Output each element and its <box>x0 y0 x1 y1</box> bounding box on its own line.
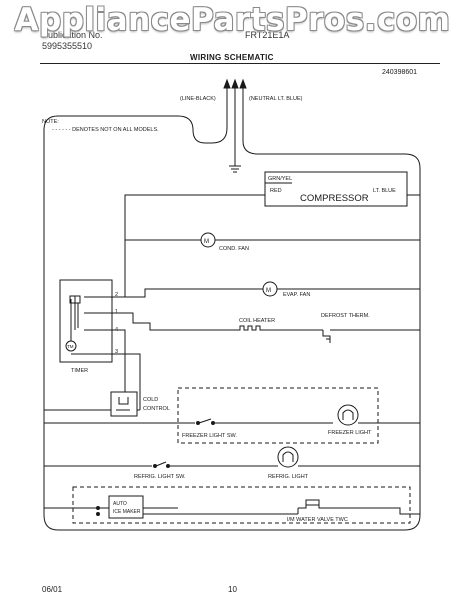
compressor-grn-yel: GRN/YEL <box>268 176 292 182</box>
ice-maker-dashed-box <box>72 486 411 524</box>
freezer-light-dashed-box <box>177 387 379 444</box>
timer-motor-symbol: TM <box>67 344 74 349</box>
compressor-label: COMPRESSOR <box>300 193 369 204</box>
note-label: NOTE: <box>42 119 59 125</box>
timer-terminal-2: 2 <box>115 292 118 298</box>
footer-page-number: 10 <box>228 585 237 594</box>
neutral-label: (NEUTRAL LT. BLUE) <box>249 96 303 102</box>
wire-compressor-left <box>124 194 265 297</box>
coil-heater-symbol <box>238 325 263 331</box>
title-rule <box>40 63 440 64</box>
compressor-lt-blue: LT. BLUE <box>373 188 396 194</box>
page-title: WIRING SCHEMATIC <box>190 53 274 62</box>
timer-box <box>59 279 113 363</box>
refrig-light-bulb <box>277 446 299 468</box>
freezer-light-sw-label: FREEZER LIGHT SW. <box>182 433 237 439</box>
defrost-therm-symbol <box>322 329 420 343</box>
defrost-therm-label: DEFROST THERM. <box>321 313 370 319</box>
coil-heater-label: COIL HEATER <box>239 318 275 324</box>
cond-fan-motor-symbol: M <box>204 239 209 245</box>
freezer-light-label: FREEZER LIGHT <box>328 430 372 436</box>
ice-maker-label-1: AUTO <box>113 501 127 507</box>
refrig-light-switch-symbol <box>153 461 170 468</box>
supply-arrows <box>223 78 247 112</box>
note-text: - - - - - - DENOTES NOT ON ALL MODELS. <box>52 127 159 133</box>
refrig-light-label: REFRIG. LIGHT <box>268 474 309 480</box>
publication-number: 5995355510 <box>42 41 93 51</box>
evap-fan-motor-symbol: M <box>266 288 271 294</box>
publication-label: Publication No. <box>42 30 103 40</box>
compressor-box <box>264 171 408 207</box>
power-cord-outline <box>43 112 421 531</box>
cold-control-label-2: CONTROL <box>143 406 170 412</box>
evap-fan-label: EVAP. FAN <box>283 292 310 298</box>
water-valve-coil <box>305 499 320 506</box>
ice-maker-label-2: ICE MAKER <box>113 509 141 515</box>
cold-control-box <box>110 391 138 417</box>
cold-control-label-1: COLD <box>143 397 158 403</box>
document-number: 240398601 <box>382 69 418 76</box>
ground-symbol <box>229 112 241 173</box>
timer-terminal-1: 1 <box>115 309 118 315</box>
water-valve-label: I/M WATER VALVE TWC <box>287 517 348 523</box>
model-number: FRT21E1A <box>245 30 290 40</box>
footer-date: 06/01 <box>42 585 63 594</box>
watermark-logo: AppliancePartsPros.com <box>14 2 451 38</box>
auto-ice-maker-box <box>108 495 144 519</box>
cond-fan-label: COND. FAN <box>219 246 249 252</box>
compressor-red: RED <box>270 188 282 194</box>
freezer-light-bulb <box>337 404 359 426</box>
refrig-light-sw-label: REFRIG. LIGHT SW. <box>134 474 186 480</box>
line-black-label: (LINE-BLACK) <box>180 96 216 102</box>
timer-terminal-3: 3 <box>115 349 118 355</box>
timer-label: TIMER <box>71 368 88 374</box>
freezer-light-switch-symbol <box>196 418 215 425</box>
